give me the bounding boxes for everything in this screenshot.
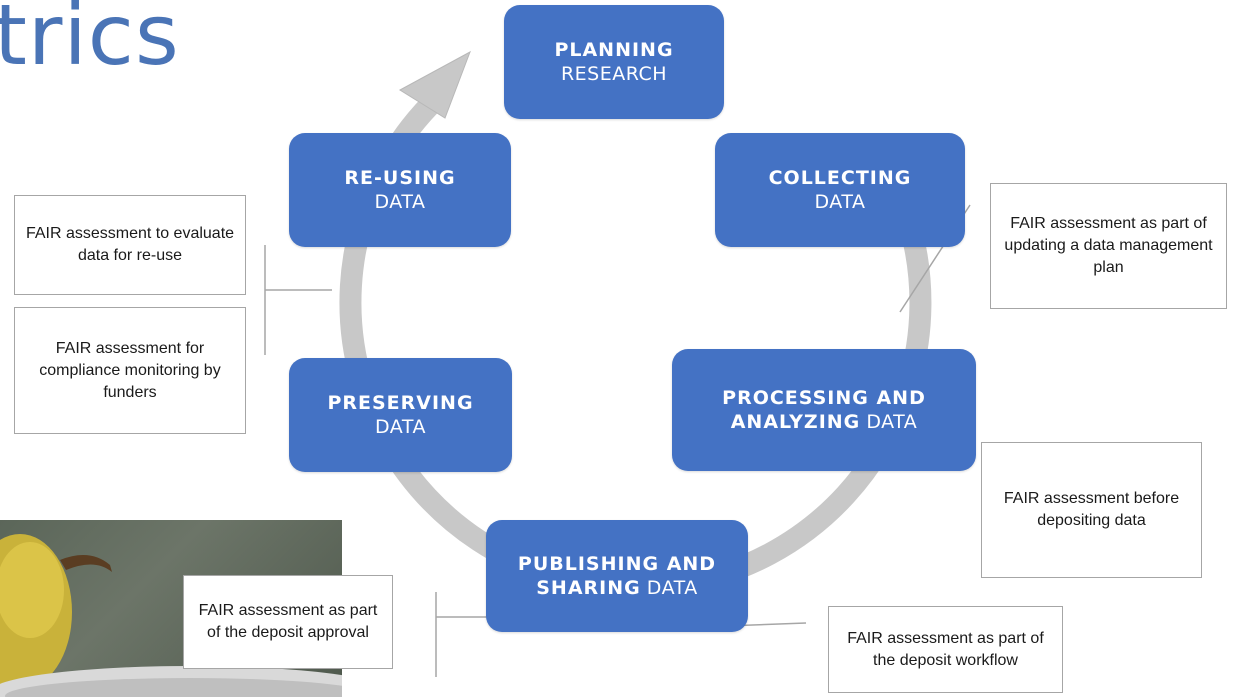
stage-planning-research[interactable]: PLANNING RESEARCH [504, 5, 724, 119]
stage-preserving-bold: PRESERVING [327, 392, 474, 414]
note-deposit-workflow: FAIR assessment as part of the deposit w… [828, 606, 1063, 693]
stage-publishing-rest: DATA [646, 577, 698, 599]
stage-publishing-bold1: PUBLISHING AND [517, 553, 717, 575]
stage-collecting-rest: DATA [814, 191, 866, 213]
stage-preserving-rest: DATA [375, 416, 426, 438]
note-dmp-update: FAIR assessment as part of updating a da… [990, 183, 1227, 309]
stage-preserving-data[interactable]: PRESERVING DATA [289, 358, 512, 472]
stage-planning-rest: RESEARCH [560, 63, 668, 85]
stage-processing-rest: DATA [866, 411, 918, 433]
note-before-depositing: FAIR assessment before depositing data [981, 442, 1202, 578]
stage-reusing-rest: DATA [374, 191, 426, 213]
stage-publishing-bold2: SHARING [536, 577, 641, 599]
stage-collecting-data[interactable]: COLLECTING DATA [715, 133, 965, 247]
stage-processing-bold2: ANALYZING [730, 411, 861, 433]
stage-processing-bold1: PROCESSING AND [722, 387, 926, 409]
note-reuse-evaluation: FAIR assessment to evaluate data for re-… [14, 195, 246, 295]
stage-collecting-bold: COLLECTING [768, 167, 912, 189]
note-deposit-approval: FAIR assessment as part of the deposit a… [183, 575, 393, 669]
stage-planning-bold: PLANNING [554, 39, 674, 61]
stage-reusing-bold: RE-USING [344, 167, 456, 189]
stage-processing-analyzing[interactable]: PROCESSING AND ANALYZING DATA [672, 349, 976, 471]
cycle-arrow-head [399, 50, 471, 119]
stage-reusing-data[interactable]: RE-USING DATA [289, 133, 511, 247]
note-compliance-monitoring: FAIR assessment for compliance monitorin… [14, 307, 246, 434]
pear-illustration [0, 534, 342, 697]
stage-publishing-sharing[interactable]: PUBLISHING AND SHARING DATA [486, 520, 748, 632]
slide-title: trics [0, 0, 180, 84]
